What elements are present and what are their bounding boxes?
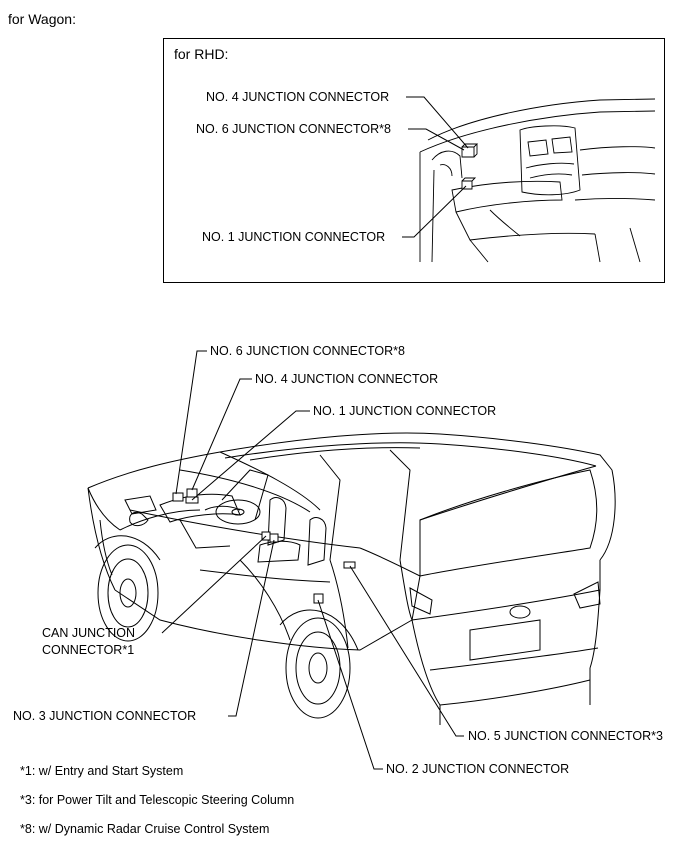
label-no1-junction-connector: NO. 1 JUNCTION CONNECTOR	[313, 404, 497, 418]
label-no5-junction-connector: NO. 5 JUNCTION CONNECTOR*3	[468, 729, 663, 743]
footnote-8: *8: w/ Dynamic Radar Cruise Control Syst…	[20, 822, 270, 836]
inset-label-no1-junction-connector: NO. 1 JUNCTION CONNECTOR	[202, 230, 386, 244]
dashboard-illustration	[420, 99, 655, 262]
footnote-1: *1: w/ Entry and Start System	[20, 764, 184, 778]
inset-leader-lines	[402, 97, 468, 237]
label-no3-junction-connector: NO. 3 JUNCTION CONNECTOR	[13, 709, 197, 723]
inset-title: for RHD:	[174, 46, 229, 62]
inset-label-no6-junction-connector: NO. 6 JUNCTION CONNECTOR*8	[196, 122, 391, 136]
label-no6-junction-connector: NO. 6 JUNCTION CONNECTOR*8	[210, 344, 405, 358]
page-heading: for Wagon:	[8, 11, 76, 27]
wagon-car-illustration	[88, 433, 615, 725]
label-can-junction-connector-line1: CAN JUNCTION	[42, 626, 136, 640]
label-can-junction-connector-line2: CONNECTOR*1	[42, 643, 135, 657]
rhd-inset-frame	[163, 38, 665, 283]
label-no2-junction-connector: NO. 2 JUNCTION CONNECTOR	[386, 762, 570, 776]
footnote-3: *3: for Power Tilt and Telescopic Steeri…	[20, 793, 295, 807]
inset-label-no4-junction-connector: NO. 4 JUNCTION CONNECTOR	[206, 90, 390, 104]
label-no4-junction-connector: NO. 4 JUNCTION CONNECTOR	[255, 372, 439, 386]
main-leader-lines	[162, 351, 464, 769]
